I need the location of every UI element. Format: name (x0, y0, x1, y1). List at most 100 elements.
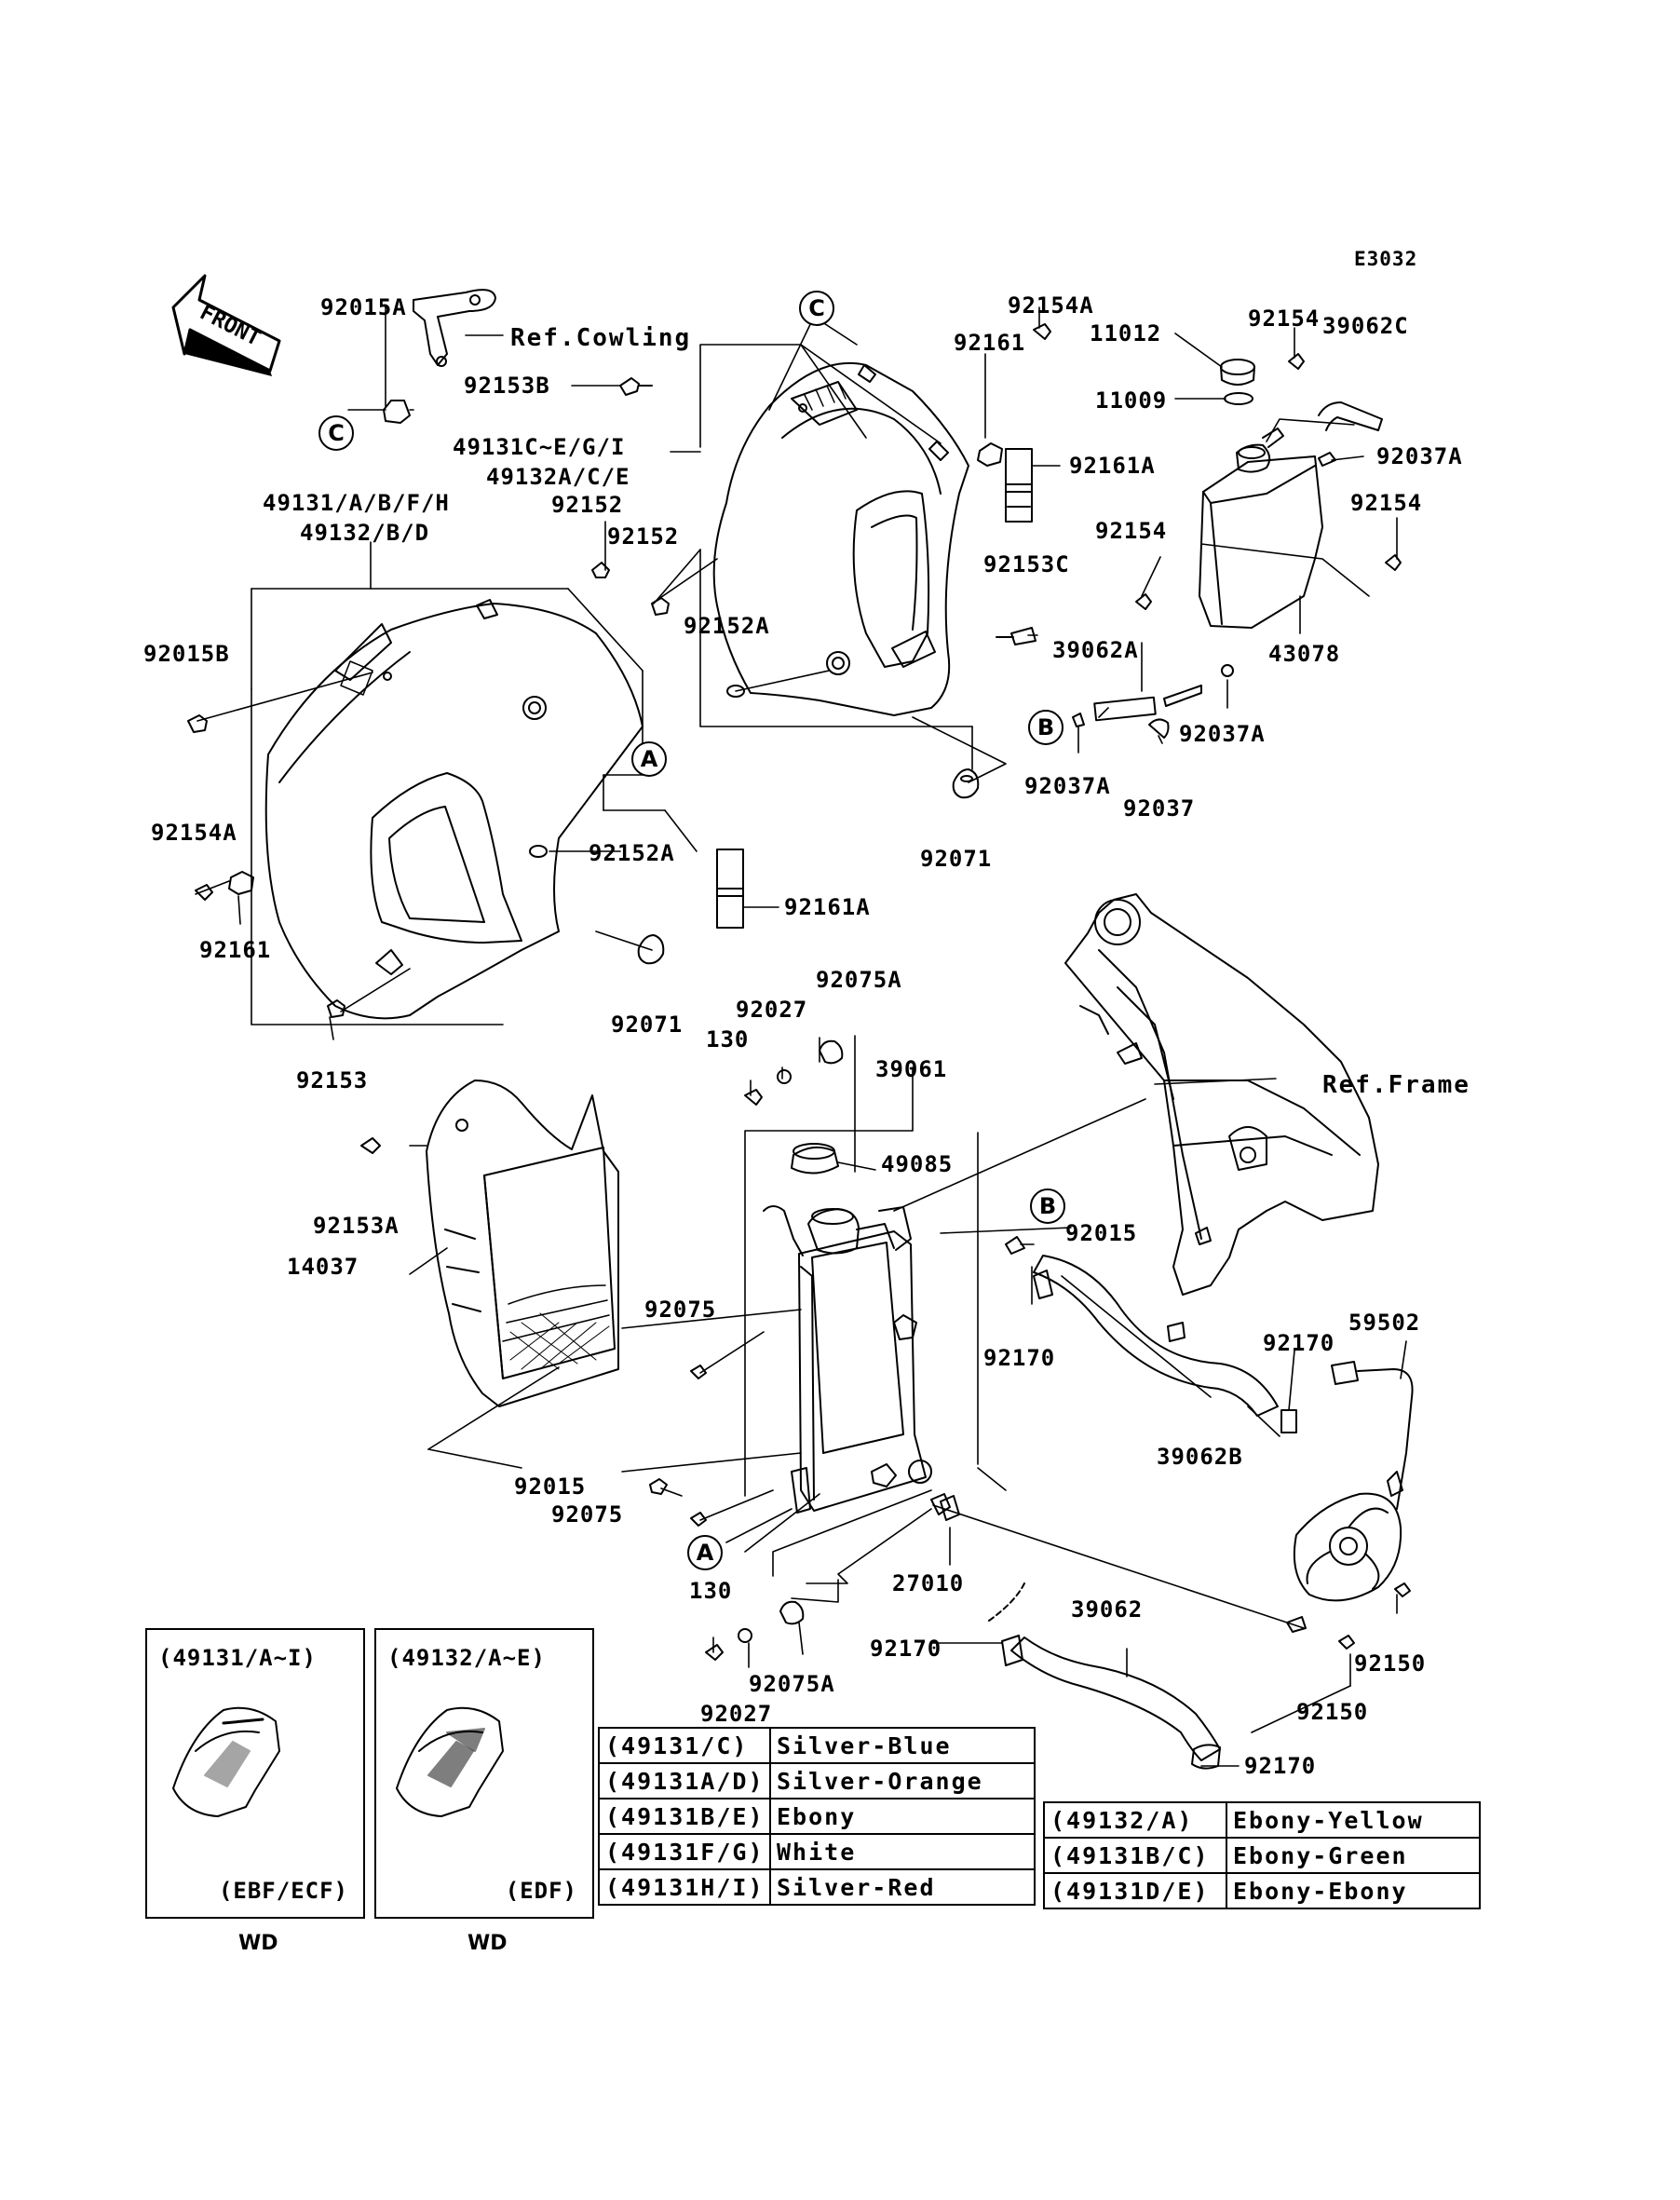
leader-lines (195, 305, 1407, 1767)
variant-inset-49132: (49132/A~E) (EDF) (374, 1628, 594, 1919)
table-row: (49131H/I) Silver-Red (598, 1868, 1036, 1906)
part-number-label: 49131/A/B/F/H (263, 490, 450, 516)
part-number-label: 39062B (1157, 1444, 1243, 1470)
part-number-label: 92161 (199, 937, 272, 963)
part-number-label: 92152A (589, 840, 675, 866)
hose-drawing (988, 1255, 1297, 1770)
part-number-label: 92037A (1376, 443, 1463, 469)
table-cell: (49131/C) (598, 1727, 771, 1764)
table-cell: (49131A/D) (598, 1762, 771, 1799)
part-number-label: 39062 (1071, 1596, 1144, 1623)
part-number-label: 92027 (736, 997, 808, 1023)
part-number-label: 92152 (551, 492, 624, 518)
part-number-label: 92154A (1008, 292, 1094, 319)
part-number-label: 130 (706, 1026, 750, 1052)
table-cell: (49131B/C) (1043, 1837, 1227, 1874)
table-row: (49131B/C) Ebony-Green (1043, 1837, 1481, 1874)
inset-code: (EDF) (505, 1878, 577, 1904)
radiator-shroud-drawing (360, 1080, 619, 1407)
color-table-49132: (49132/A) Ebony-Yellow (49131B/C) Ebony-… (1043, 1801, 1481, 1909)
diagram-code: E3032 (1354, 248, 1418, 270)
table-row: (49131A/D) Silver-Orange (598, 1762, 1036, 1799)
part-number-label: 92153B (464, 373, 550, 399)
part-number-label: 92027 (700, 1701, 773, 1727)
ref-frame-label: Ref.Frame (1322, 1071, 1470, 1099)
inset-shroud-sketches (172, 1706, 504, 1817)
part-number-label: 39062C (1322, 313, 1409, 339)
part-number-label: 92037 (1123, 795, 1196, 822)
cooling-fan-drawing (1286, 1361, 1414, 1650)
table-row: (49131/C) Silver-Blue (598, 1727, 1036, 1764)
table-cell: Ebony-Green (1226, 1837, 1481, 1874)
front-direction-arrow: FRONT (171, 274, 281, 376)
part-number-label: 92075A (816, 967, 902, 993)
part-number-label: 92015B (143, 641, 230, 667)
part-number-label: 11009 (1095, 387, 1168, 414)
ref-circle-b: B (1028, 710, 1064, 745)
part-number-label: 43078 (1268, 641, 1341, 667)
ref-circle-c: C (318, 415, 354, 451)
part-number-label: 92153C (983, 551, 1070, 577)
part-number-label: 92154 (1095, 518, 1168, 544)
part-number-label: 92075A (749, 1671, 835, 1697)
table-row: (49131B/E) Ebony (598, 1798, 1036, 1835)
part-number-label: 39062A (1052, 637, 1139, 663)
table-cell: Ebony (769, 1798, 1036, 1835)
table-cell: (49131F/G) (598, 1833, 771, 1870)
table-row: (49131D/E) Ebony-Ebony (1043, 1872, 1481, 1909)
ref-circle-a: A (631, 741, 667, 777)
part-number-label: 92075 (551, 1501, 624, 1528)
part-number-label: 92150 (1354, 1650, 1427, 1677)
part-number-label: 92154 (1248, 306, 1321, 332)
part-number-label: 59502 (1348, 1310, 1421, 1336)
part-number-label: 92037A (1024, 773, 1111, 799)
ref-circle-c: C (799, 291, 834, 326)
variant-inset-49131: (49131/A~I) (EBF/ECF) (145, 1628, 365, 1919)
inset-title: (49132/A~E) (387, 1645, 546, 1671)
table-row: (49131F/G) White (598, 1833, 1036, 1870)
frame-drawing (1064, 893, 1379, 1342)
table-cell: Silver-Blue (769, 1727, 1036, 1764)
inset-title: (49131/A~I) (158, 1645, 317, 1671)
part-number-label: 92154 (1350, 490, 1423, 516)
part-number-label: 92161A (784, 894, 871, 920)
part-number-label: 92170 (983, 1345, 1056, 1371)
ref-cowling-label: Ref.Cowling (510, 324, 692, 352)
part-number-label: 92015 (1065, 1220, 1138, 1246)
part-number-label: 92075 (644, 1297, 717, 1323)
part-number-label: 92150 (1296, 1699, 1369, 1725)
right-shroud-drawing (619, 323, 1051, 799)
inset-note: WD (238, 1932, 278, 1955)
table-cell: Ebony-Ebony (1226, 1872, 1481, 1909)
part-number-label: 27010 (892, 1570, 965, 1596)
table-cell: Silver-Red (769, 1868, 1036, 1906)
part-number-label: 49132/B/D (300, 520, 430, 546)
part-number-label: 92170 (870, 1636, 942, 1662)
part-number-label: 92170 (1244, 1753, 1317, 1779)
table-cell: Silver-Orange (769, 1762, 1036, 1799)
part-number-label: 92152A (684, 613, 770, 639)
part-number-label: 92161 (954, 330, 1026, 356)
part-number-label: 92015 (514, 1473, 587, 1500)
cowling-bracket (383, 289, 496, 424)
part-number-label: 49131C~E/G/I (453, 434, 626, 460)
table-cell: White (769, 1833, 1036, 1870)
part-number-label: 92153 (296, 1067, 369, 1093)
part-number-label: 92071 (611, 1012, 684, 1038)
ref-circle-a: A (687, 1535, 723, 1570)
table-cell: (49131B/E) (598, 1798, 771, 1835)
part-number-label: 14037 (287, 1254, 359, 1280)
table-row: (49132/A) Ebony-Yellow (1043, 1801, 1481, 1839)
part-number-label: 92037A (1179, 721, 1266, 747)
table-cell: (49132/A) (1043, 1801, 1227, 1839)
inset-code: (EBF/ECF) (218, 1878, 348, 1904)
part-number-label: 49085 (881, 1151, 954, 1177)
part-number-label: 92071 (920, 846, 993, 872)
part-number-label: 92170 (1263, 1330, 1335, 1356)
ref-circle-b: B (1030, 1188, 1065, 1224)
table-cell: (49131H/I) (598, 1868, 771, 1906)
table-cell: (49131D/E) (1043, 1872, 1227, 1909)
part-number-label: 130 (689, 1578, 733, 1604)
left-shroud-drawing (187, 562, 744, 1020)
